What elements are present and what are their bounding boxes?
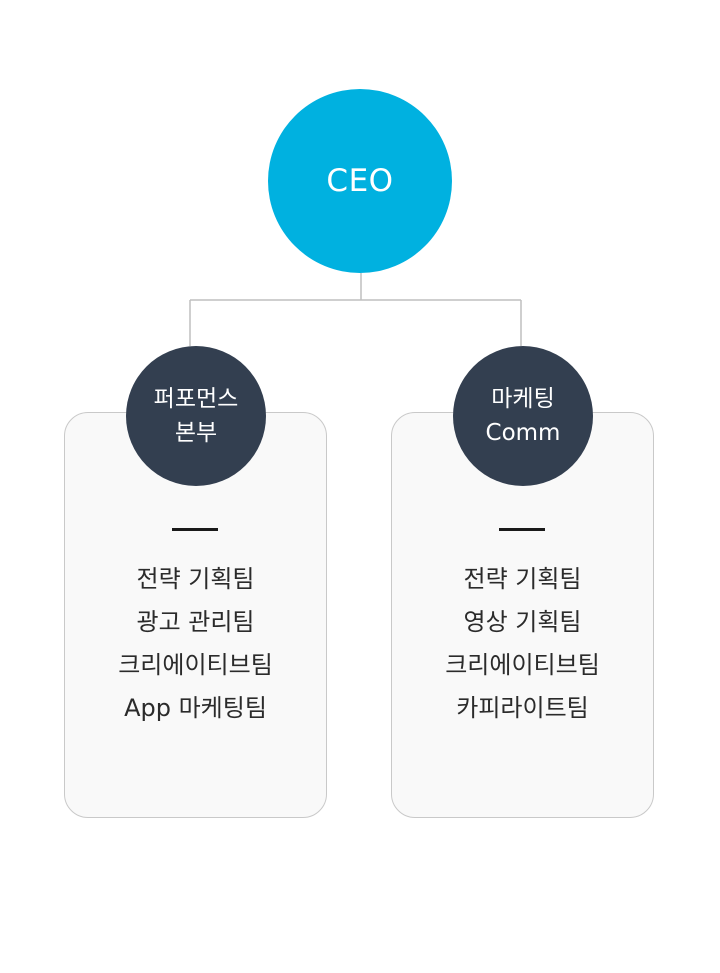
team-item: 전략 기획팀 [463,565,582,593]
ceo-node: CEO [268,89,452,273]
department-node-marketing: 마케팅 Comm [453,346,593,486]
divider-dash [499,528,545,531]
department-name-line: 퍼포먼스 [153,386,239,412]
team-item: 카피라이트팀 [456,694,589,722]
team-item: 크리에이티브팀 [118,651,273,679]
team-list-marketing: 전략 기획팀 영상 기획팀 크리에이티브팀 카피라이트팀 [391,558,654,730]
team-item: 광고 관리팀 [136,608,255,636]
department-name-line: 마케팅 [491,386,555,412]
team-list-performance: 전략 기획팀 광고 관리팀 크리에이티브팀 App 마케팅팀 [64,558,327,730]
team-item: 크리에이티브팀 [445,651,600,679]
department-name-line: Comm [485,420,561,446]
department-node-performance: 퍼포먼스 본부 [126,346,266,486]
divider-dash [172,528,218,531]
ceo-label: CEO [326,163,394,199]
team-item: 영상 기획팀 [463,608,582,636]
department-name-line: 본부 [174,420,218,446]
team-item: App 마케팅팀 [124,694,267,722]
team-item: 전략 기획팀 [136,565,255,593]
